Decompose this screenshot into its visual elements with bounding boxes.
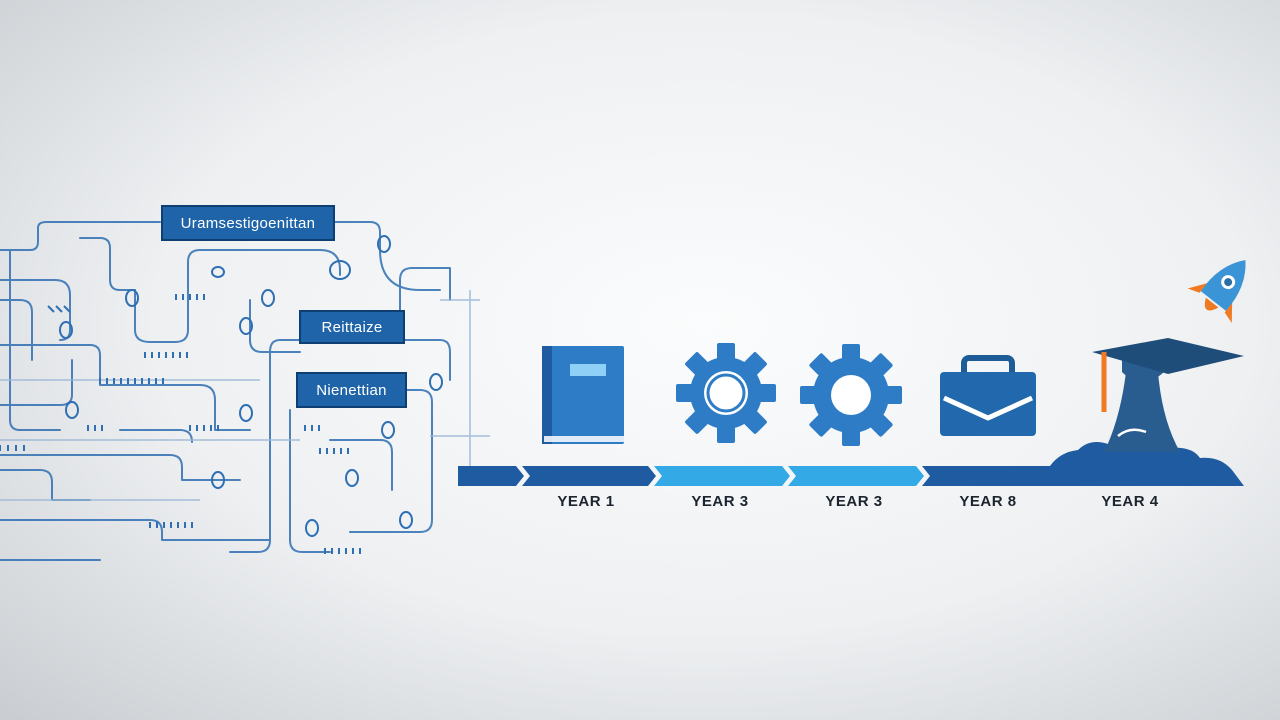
circuit-trace (289, 409, 331, 553)
timeline-segment-2 (522, 466, 656, 486)
circuit-trace (229, 339, 301, 553)
circuit-pin-cluster (175, 294, 205, 300)
circuit-trace (134, 249, 251, 343)
circuit-pin-cluster (324, 548, 361, 554)
circuit-trace (0, 344, 201, 386)
circuit-node (429, 373, 443, 391)
timeline-year-2: YEAR 3 (691, 493, 749, 510)
circuit-node (59, 321, 73, 339)
circuit-trace (9, 249, 61, 431)
circuit-trace (249, 299, 301, 353)
circuit-label-top: Uramsestigoenittan (161, 205, 335, 241)
circuit-trace (0, 221, 161, 251)
circuit-trace (0, 454, 241, 481)
timeline-year-3: YEAR 3 (825, 493, 883, 510)
circuit-trace (249, 249, 341, 276)
circuit-pin-cluster (87, 425, 103, 431)
circuit-trace (329, 439, 393, 491)
timeline-year-4: YEAR 8 (959, 493, 1017, 510)
circuit-node (239, 404, 253, 422)
circuit-pin-cluster (144, 352, 188, 358)
circuit-trace (0, 299, 33, 361)
circuit-node (377, 235, 391, 253)
timeline-year-1: YEAR 1 (557, 493, 615, 510)
circuit-label-middle: Reittaize (299, 310, 405, 344)
circuit-pin-cluster (319, 448, 349, 454)
circuit-trace (0, 519, 271, 541)
circuit-pin-cluster (47, 305, 71, 313)
briefcase-icon (940, 355, 1036, 436)
circuit-node (399, 511, 413, 529)
circuit-diagram (0, 221, 490, 561)
circuit-trace (402, 339, 451, 381)
circuit-node (125, 289, 139, 307)
circuit-pin-cluster (0, 445, 25, 451)
circuit-node (65, 401, 79, 419)
circuit-node (211, 266, 225, 278)
rocket-icon (1187, 260, 1246, 323)
circuit-node (329, 260, 351, 280)
circuit-trace (79, 237, 136, 291)
gear-icon (676, 343, 776, 443)
circuit-node (239, 317, 253, 335)
gear-icon (800, 344, 902, 446)
circuit-node (381, 421, 395, 439)
circuit-trace (349, 389, 433, 533)
circuit-pin-cluster (304, 425, 320, 431)
timeline-segment-1 (458, 466, 524, 486)
circuit-trace (329, 221, 381, 251)
circuit-pin-cluster (149, 522, 193, 528)
timeline-year-5: YEAR 4 (1101, 493, 1159, 510)
book-icon (542, 346, 624, 444)
graduation-cap-icon (1092, 338, 1244, 452)
timeline-segment-5 (922, 436, 1244, 486)
circuit-trace (199, 384, 251, 431)
timeline-segment-3 (654, 466, 790, 486)
circuit-node (305, 519, 319, 537)
circuit-label-bottom: Nienettian (296, 372, 407, 408)
circuit-node (345, 469, 359, 487)
circuit-node (211, 471, 225, 489)
circuit-pin-cluster (99, 378, 164, 384)
circuit-trace (0, 469, 91, 501)
timeline-segment-4 (788, 466, 924, 486)
circuit-trace (379, 249, 441, 291)
circuit-pin-cluster (189, 425, 219, 431)
circuit-node (261, 289, 275, 307)
